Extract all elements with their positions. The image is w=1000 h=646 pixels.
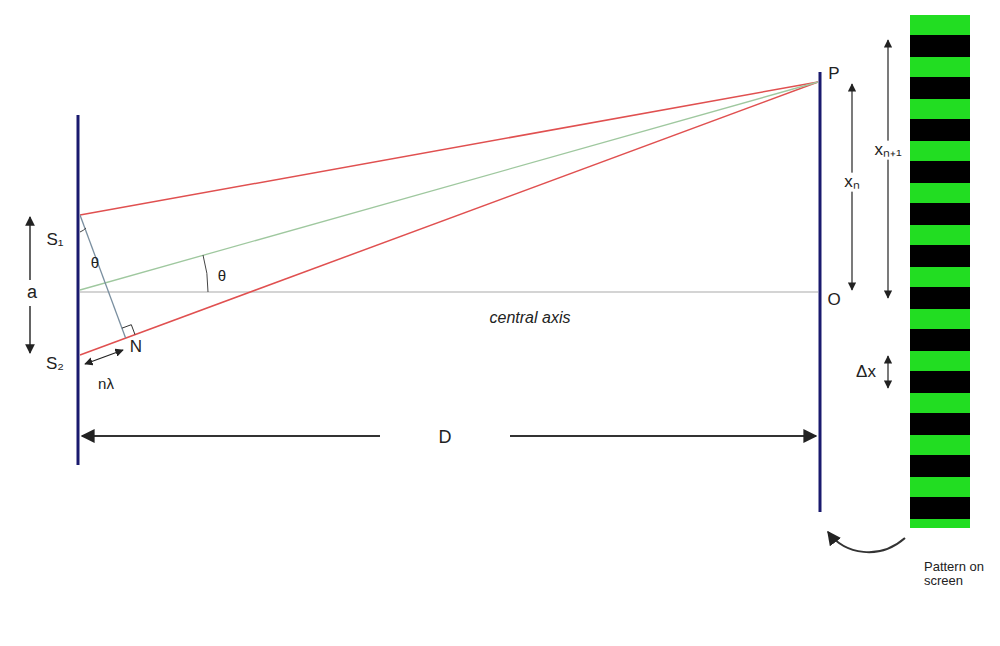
right-angle-mark xyxy=(122,325,135,335)
fringe-width-arrow xyxy=(887,356,888,388)
axis-label: central axis xyxy=(488,309,573,327)
screen xyxy=(819,72,822,512)
curved-arrow xyxy=(828,532,905,552)
distance-label: xₙ₊₁ xyxy=(872,141,903,160)
perpendicular xyxy=(80,215,126,338)
dimension-label: D xyxy=(437,428,454,448)
ray-s2 xyxy=(80,82,818,355)
point-label: O xyxy=(825,291,842,310)
ray-s1 xyxy=(80,82,818,215)
point-label: P xyxy=(826,65,841,84)
ray-middle xyxy=(80,82,818,290)
slit-barrier xyxy=(77,115,80,465)
dimension-line xyxy=(510,435,816,437)
angle-label: θ xyxy=(89,255,101,272)
central-axis-line xyxy=(80,291,818,292)
fringe-width-label: Δx xyxy=(854,363,878,382)
point-label: N xyxy=(128,338,144,357)
dimension-line xyxy=(82,435,380,437)
angle-arc xyxy=(80,228,86,232)
separation-label: a xyxy=(25,283,39,303)
slit-label: S₂ xyxy=(44,355,66,374)
path-difference-arrow xyxy=(85,350,123,364)
dimension-arrow xyxy=(29,217,30,280)
path-difference-label: nλ xyxy=(96,376,116,393)
slit-label: S₁ xyxy=(44,231,65,250)
angle-arc xyxy=(203,255,208,292)
dimension-arrow xyxy=(29,306,30,353)
distance-arrow xyxy=(887,40,888,298)
distance-label: xₙ xyxy=(842,173,862,192)
caption-label: Pattern on screen xyxy=(922,560,996,589)
fringe-pattern xyxy=(910,15,970,528)
angle-label: θ xyxy=(216,268,228,285)
